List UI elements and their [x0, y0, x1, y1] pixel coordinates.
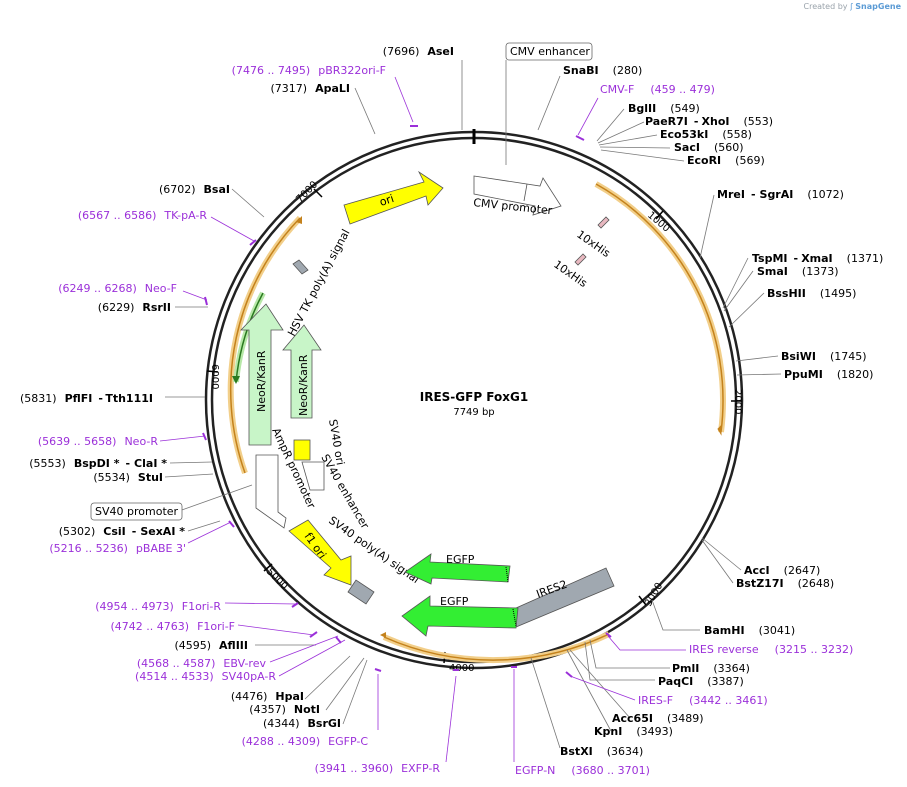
enzyme-label: Eco53kI(558) [660, 128, 752, 141]
primer-label: (4954 .. 4973)F1ori-R [95, 600, 221, 613]
neor-feature-1: NeoR/KanR [240, 303, 284, 446]
enzyme-label: BsiWI(1745) [781, 350, 867, 363]
his-label-1: 10xHis [574, 228, 612, 260]
neor-label-1: NeoR/KanR [255, 350, 268, 412]
tick-3000: 3000 [643, 581, 665, 609]
snapgene-logo-icon: ʃ [850, 2, 853, 11]
enzyme-label: PaqCI(3387) [658, 675, 744, 688]
enzyme-label: MreI-SgrAI(1072) [717, 188, 844, 201]
plasmid-size: 7749 bp [453, 407, 494, 418]
ori-feature: ori [343, 170, 444, 225]
primer-label: IRES-F(3442 .. 3461) [638, 694, 768, 707]
enzyme-label: (5534)StuI [93, 471, 163, 484]
enzyme-label: KpnI(3493) [594, 725, 673, 738]
boxed-label-cmv-enhancer: CMV enhancer [505, 42, 593, 61]
enzyme-label: (7696)AseI [383, 45, 454, 58]
primer-label: (3941 .. 3960)EXFP-R [315, 762, 441, 775]
primer-label: (5216 .. 5236)pBABE 3' [49, 542, 186, 555]
enzyme-label: SmaI(1373) [757, 265, 838, 278]
enzyme-label: (5553)BspDI *-ClaI * [29, 457, 167, 470]
enzyme-label: (7317)ApaLI [271, 82, 351, 95]
enzyme-label: BglII(549) [628, 102, 700, 115]
hsv-tk-polya-feature: HSV TK poly(A) signal [285, 227, 352, 338]
tick-5000: 5000 [264, 566, 290, 592]
enzyme-leaders [164, 60, 782, 749]
primer-label: EGFP-N(3680 .. 3701) [515, 764, 650, 777]
enzyme-label: (6702)BsaI [159, 183, 230, 196]
primer-leaders [159, 76, 686, 763]
credit-prefix: Created by [803, 2, 848, 11]
enzyme-label: BamHI(3041) [704, 624, 795, 637]
enzyme-label: BstXI(3634) [560, 745, 643, 758]
tick-6000: 6000 [209, 364, 220, 389]
primer-label: CMV-F(459 .. 479) [600, 83, 715, 96]
enzyme-label: (6229)RsrII [98, 301, 171, 314]
enzyme-label: (4595)AflIII [174, 639, 248, 652]
credit: Created by ʃ SnapGene [804, 2, 902, 11]
neor-feature-2: NeoR/KanR [282, 324, 322, 419]
his-label-2: 10xHis [551, 258, 589, 290]
enzyme-label: (4476)HpaI [231, 690, 304, 703]
enzyme-label: EcoRI(569) [687, 154, 765, 167]
enzyme-label: SnaBI(280) [563, 64, 642, 77]
boxed-label-sv40-promoter: SV40 promoter [90, 502, 183, 521]
egfp-label-1: EGFP [446, 553, 475, 566]
plasmid-name: IRES-GFP FoxG1 [420, 390, 528, 404]
tick-2000: 2000 [732, 389, 743, 414]
enzyme-label: PpuMI(1820) [784, 368, 873, 381]
enzyme-label: PaeR7I-XhoI(553) [645, 115, 773, 128]
ires2-feature: IRES2 [515, 567, 615, 628]
enzyme-label: (4357)NotI [249, 703, 320, 716]
enzyme-labels-left: (7696)AseI (7317)ApaLI (6702)BsaI (6229)… [20, 45, 454, 730]
primer-labels: (7476 .. 7495)pBR322ori-F CMV-F(459 .. 4… [38, 64, 853, 777]
cmv-promoter-feature: CMV promoter [473, 175, 562, 217]
cmv-enhancer-label: CMV enhancer [510, 45, 590, 58]
enzyme-label: Acc65I(3489) [612, 712, 704, 725]
green-orf-arc [232, 291, 266, 384]
primer-label: (4742 .. 4763)F1ori-F [111, 620, 236, 633]
primer-label: (4288 .. 4309)EGFP-C [242, 735, 369, 748]
orf-arcs [227, 181, 726, 664]
enzyme-label: BstZ17I(2648) [736, 577, 834, 590]
enzyme-label: TspMI-XmaI(1371) [752, 252, 883, 265]
his-tags: 10xHis 10xHis [551, 216, 613, 290]
enzyme-label: BssHII(1495) [767, 287, 856, 300]
credit-brand: SnapGene [855, 2, 901, 11]
tick-labels: 1000 2000 3000 4000 5000 6000 7000 [209, 179, 743, 674]
primer-label: (4514 .. 4533)SV40pA-R [135, 670, 276, 683]
enzyme-labels-right: SnaBI(280) BglII(549) PaeR7I-XhoI(553) E… [560, 64, 883, 758]
sv40-promoter-label: SV40 promoter [95, 505, 179, 518]
enzyme-label: (5302)CsiI-SexAI * [59, 525, 186, 538]
egfp-label-2: EGFP [440, 595, 469, 608]
enzyme-label: (5831)PflFI-Tth111I [20, 392, 153, 405]
hsv-tk-label: HSV TK poly(A) signal [285, 227, 352, 338]
primer-label: IRES reverse(3215 .. 3232) [689, 643, 853, 656]
egfp-feature-2: EGFP [401, 595, 519, 637]
sv40-ori-feature: SV40 ori [293, 418, 347, 466]
primer-label: (7476 .. 7495)pBR322ori-F [232, 64, 386, 77]
primer-label: (6249 .. 6268)Neo-F [58, 282, 177, 295]
neor-label-2: NeoR/KanR [297, 354, 310, 416]
enzyme-label: PmlI(3364) [672, 662, 750, 675]
enzyme-label: SacI(560) [674, 141, 744, 154]
enzyme-label: AccI(2647) [744, 564, 820, 577]
primer-label: (5639 .. 5658)Neo-R [38, 435, 158, 448]
egfp-feature-1: EGFP [404, 553, 511, 585]
enzyme-label: (4344)BsrGI [263, 717, 341, 730]
primer-label: (6567 .. 6586)TK-pA-R [78, 209, 208, 222]
primer-label: (4568 .. 4587)EBV-rev [137, 657, 267, 670]
ori-label: ori [378, 192, 396, 209]
tick-4000: 4000 [449, 663, 474, 674]
